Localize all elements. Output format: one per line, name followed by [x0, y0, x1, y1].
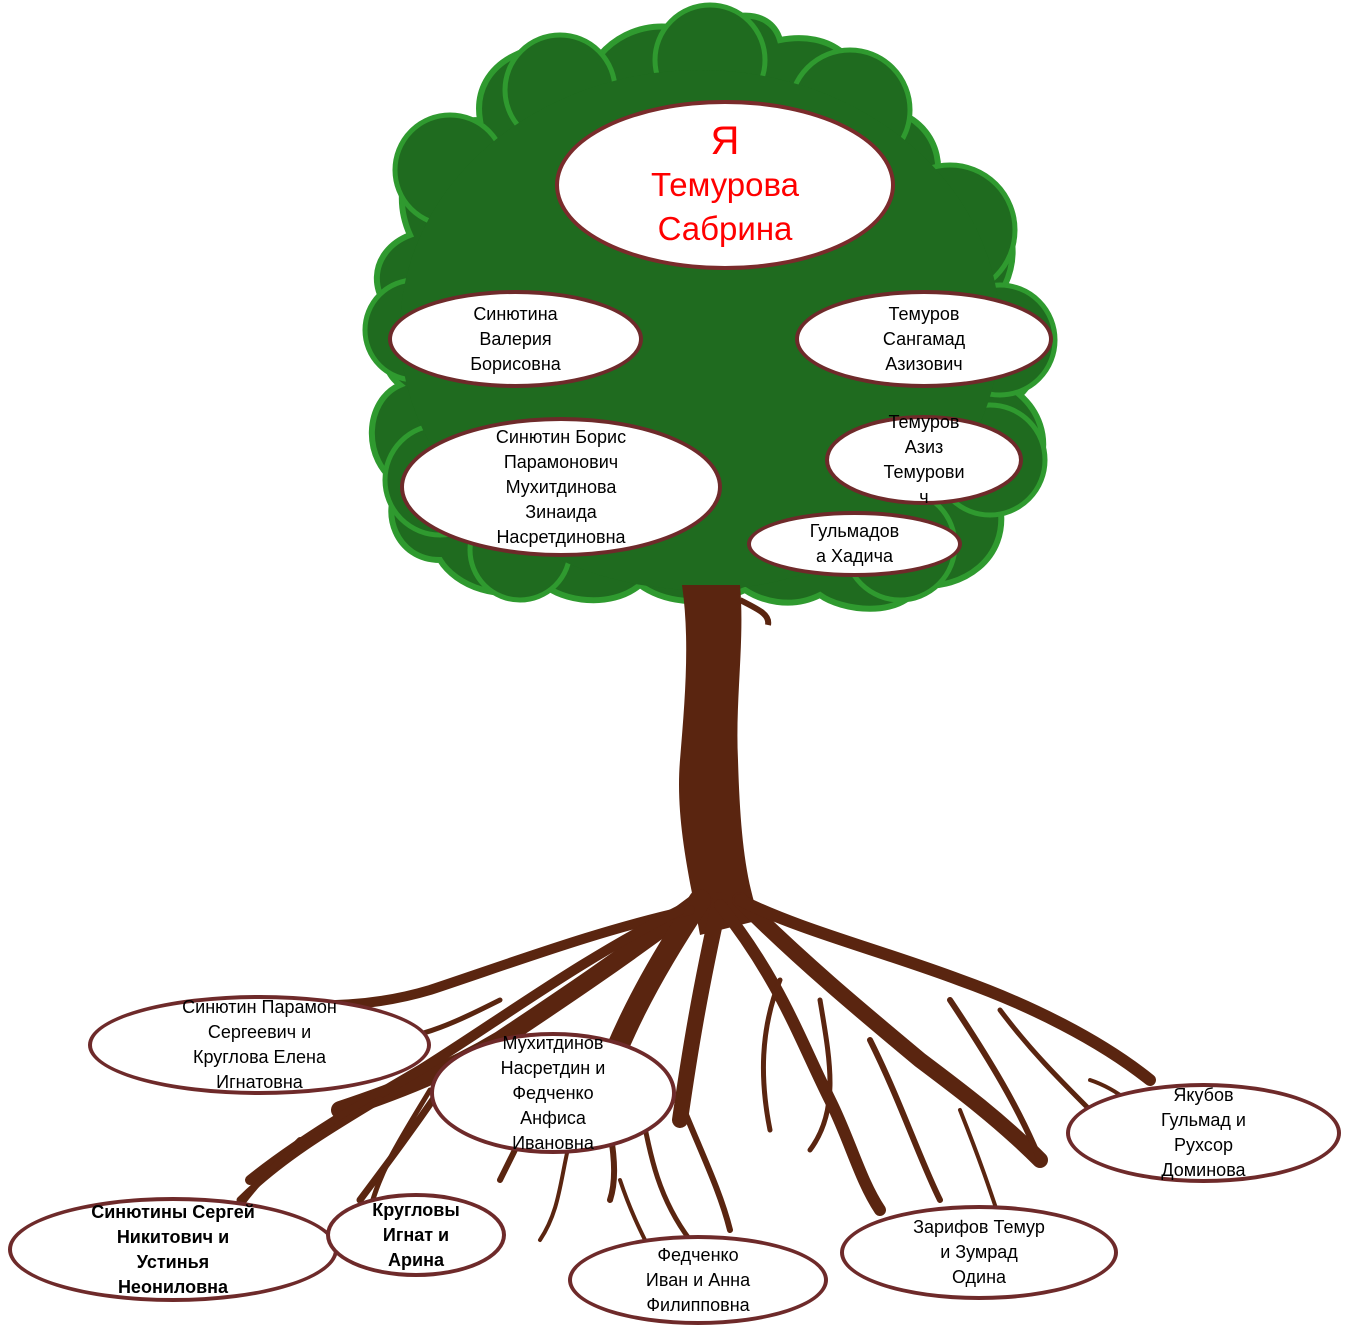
- fedchenko-names: Федченко Иван и Анна Филипповна: [645, 1244, 751, 1315]
- mukhitdinov-names: Мухитдинов Насретдин и Федченко Анфиса И…: [500, 1032, 606, 1153]
- father-name: Темуров Сангамад Азизович: [882, 303, 966, 374]
- oval-kruglovy: Кругловы Игнат и Арина: [326, 1193, 506, 1277]
- oval-mother: Синютина Валерия Борисовна: [388, 290, 643, 388]
- paternal-grandmother-name: Гульмадов а Хадича: [809, 521, 900, 566]
- oval-maternal-grandparents: Синютин Борис Парамонович Мухитдинова Зи…: [400, 417, 722, 557]
- oval-fedchenko: Федченко Иван и Анна Филипповна: [568, 1235, 828, 1325]
- oval-sinyutiny: Синютины Сергей Никитович и Устинья Неон…: [8, 1197, 338, 1302]
- maternal-grandparents-names: Синютин Борис Парамонович Мухитдинова Зи…: [495, 426, 627, 547]
- sinyutiny-names: Синютины Сергей Никитович и Устинья Неон…: [91, 1201, 255, 1297]
- sinyutin-paramon-names: Синютин Парамон Сергеевич и Круглова Еле…: [182, 997, 337, 1092]
- me-label: Я: [710, 119, 740, 163]
- oval-paternal-grandmother: Гульмадов а Хадича: [747, 511, 962, 577]
- oval-zarifov: Зарифов Темур и Зумрад Одина: [840, 1205, 1118, 1300]
- oval-paternal-grandfather: Темуров Азиз Темурови ч: [825, 412, 1023, 507]
- tree-trunk: [679, 585, 772, 935]
- oval-mukhitdinov: Мухитдинов Насретдин и Федченко Анфиса И…: [430, 1032, 676, 1154]
- kruglovy-names: Кругловы Игнат и Арина: [372, 1199, 460, 1270]
- oval-father: Темуров Сангамад Азизович: [795, 290, 1053, 388]
- me-name: Темурова Сабрина: [650, 166, 800, 247]
- oval-yakubov: Якубов Гульмад и Рухсор Доминова: [1066, 1083, 1341, 1183]
- yakubov-names: Якубов Гульмад и Рухсор Доминова: [1161, 1085, 1246, 1180]
- oval-me: Я Темурова Сабрина: [555, 100, 895, 270]
- oval-sinyutin-paramon: Синютин Парамон Сергеевич и Круглова Еле…: [88, 995, 431, 1095]
- paternal-grandfather-name: Темуров Азиз Темурови ч: [883, 412, 965, 507]
- mother-name: Синютина Валерия Борисовна: [470, 303, 561, 374]
- zarifov-names: Зарифов Темур и Зумрад Одина: [913, 1217, 1045, 1287]
